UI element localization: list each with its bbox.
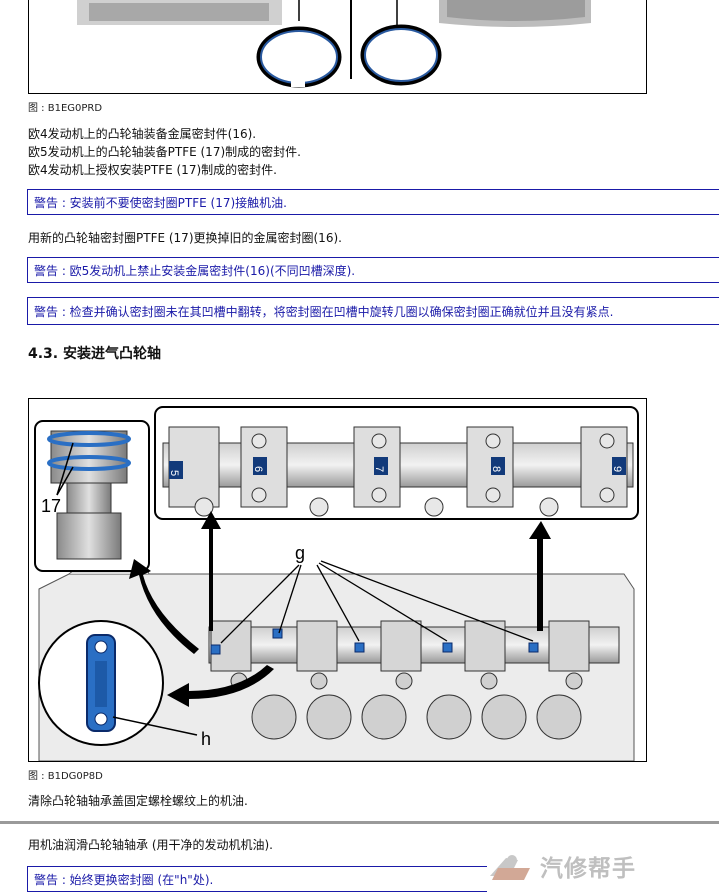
figure-seal-rings — [28, 0, 647, 94]
warning-box-3: 警告 : 检查并确认密封圈未在其凹槽中翻转，将密封圈在凹槽中旋转几圈以确保密封圈… — [27, 297, 719, 325]
warning-box-1: 警告 : 安装前不要使密封圈PTFE (17)接触机油. — [27, 189, 719, 215]
warning-box-4: 警告 : 始终更换密封圈 (在"h"处). — [27, 866, 487, 892]
figure-install-camshaft: 5 6 7 8 9 17 g — [28, 398, 647, 762]
label-h: h — [201, 729, 211, 749]
cam-number-9: 9 — [611, 466, 623, 472]
seal-rings-illustration — [77, 0, 591, 88]
label-17: 17 — [41, 496, 61, 516]
cam-number-7: 7 — [373, 466, 385, 472]
para-replace-seal: 用新的凸轮轴密封圈PTFE (17)更换掉旧的金属密封圈(16). — [28, 231, 342, 245]
section-divider — [0, 821, 719, 824]
para1-line3: 欧4发动机上授权安装PTFE (17)制成的密封件. — [28, 163, 277, 177]
para1-line2: 欧5发动机上的凸轮轴装备PTFE (17)制成的密封件. — [28, 145, 301, 159]
figure2-caption: 图 : B1DG0P8D — [28, 771, 103, 782]
watermark-logo — [484, 846, 714, 890]
para-lubricate-bearings: 用机油润滑凸轮轴轴承 (用干净的发动机机油). — [28, 838, 273, 852]
para-seal-info: 欧4发动机上的凸轮轴装备金属密封件(16). 欧5发动机上的凸轮轴装备PTFE … — [28, 125, 301, 179]
section-title: 4.3. 安装进气凸轮轴 — [28, 346, 161, 362]
watermark-text: 汽修帮手 — [540, 856, 636, 882]
warning-box-2: 警告 : 欧5发动机上禁止安装金属密封件(16)(不同凹槽深度). — [27, 257, 719, 283]
cam-number-5: 5 — [168, 470, 180, 476]
para1-line1: 欧4发动机上的凸轮轴装备金属密封件(16). — [28, 127, 257, 141]
cam-number-6: 6 — [252, 466, 264, 472]
cam-number-8: 8 — [490, 466, 502, 472]
camshaft-illustration: 5 6 7 8 9 17 g — [34, 406, 639, 761]
watermark-icon — [490, 855, 530, 880]
figure1-caption: 图 : B1EG0PRD — [28, 103, 103, 114]
para-clean-bolts: 清除凸轮轴轴承盖固定螺栓螺纹上的机油. — [28, 794, 248, 808]
label-g: g — [295, 543, 305, 563]
